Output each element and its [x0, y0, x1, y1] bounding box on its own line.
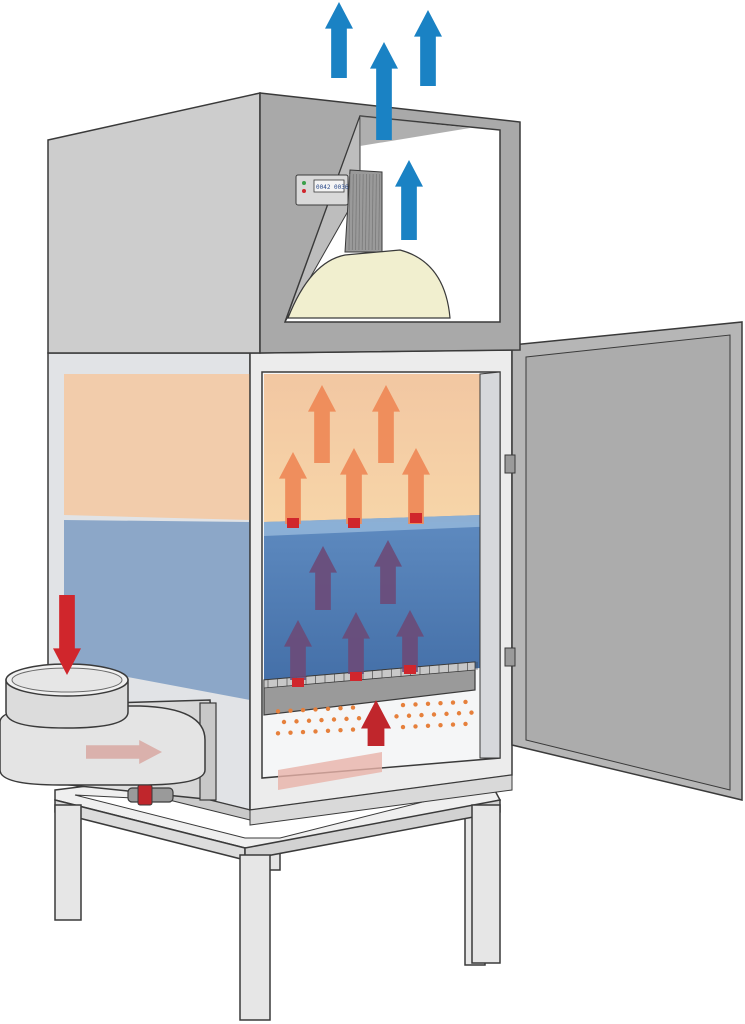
water-droplet: [338, 727, 343, 733]
filter-rib: [355, 173, 357, 251]
flow-marker: [348, 518, 360, 528]
filter-rib: [368, 173, 371, 251]
filter-rib: [351, 173, 354, 251]
exhaust-arrow-icon: [395, 160, 423, 240]
water-droplet: [425, 723, 431, 728]
stand-leg-front-right: [471, 804, 501, 964]
water-droplet: [344, 716, 349, 722]
control-display: [313, 179, 345, 193]
water-droplet: [288, 730, 293, 735]
water-droplet: [350, 705, 356, 710]
scrub-air-arrow-icon: [374, 540, 402, 604]
water-droplet: [456, 711, 462, 716]
airflow-arrows: [53, 2, 442, 764]
flow-marker: [350, 672, 362, 681]
water-zone-side: [64, 520, 250, 700]
drain-valve[interactable]: [127, 784, 174, 806]
filter-rib: [378, 173, 381, 251]
water-droplet: [431, 712, 437, 717]
water-droplet: [325, 728, 331, 733]
filter-rib: [361, 173, 364, 251]
control-panel[interactable]: 0042 0036: [295, 174, 349, 206]
water-droplet: [325, 706, 331, 711]
water-droplet: [350, 727, 356, 732]
filter-rib: [375, 173, 377, 251]
water-droplet: [400, 702, 406, 708]
scrub-air-arrow-icon: [342, 612, 370, 674]
exhaust-arrow-icon: [325, 2, 353, 78]
hot-air-arrow-icon: [308, 385, 336, 463]
flow-marker: [287, 518, 299, 528]
inlet-arrow-icon: [53, 595, 81, 675]
water-droplet: [469, 710, 474, 715]
water-droplet: [281, 719, 287, 725]
duct-flow-arrow-icon: [86, 740, 162, 764]
flow-marker: [404, 665, 416, 674]
water-droplet: [400, 724, 406, 730]
control-display-text: 0042 0036: [316, 184, 349, 191]
water-droplet: [444, 711, 449, 717]
water-droplet: [338, 705, 343, 711]
water-droplet: [438, 722, 443, 728]
water-droplet: [275, 731, 281, 736]
water-droplet: [463, 721, 468, 727]
stand-leg-front-left: [54, 804, 82, 921]
water-droplet: [356, 716, 362, 721]
water-droplets: [275, 699, 474, 736]
cabinet-door[interactable]: [504, 321, 743, 801]
exhaust-arrow-icon: [414, 10, 442, 86]
water-droplet: [288, 708, 293, 713]
door-hinge-top: [504, 454, 516, 474]
water-droplet: [413, 702, 418, 707]
water-droplet: [413, 724, 418, 729]
filter-rib: [358, 173, 361, 251]
status-light-red: [302, 189, 306, 193]
water-droplet: [406, 713, 412, 718]
filter-base: [287, 249, 451, 319]
flow-marker: [410, 513, 422, 523]
water-droplet: [463, 699, 468, 705]
base-flow-arrow: [278, 752, 382, 790]
lower-cabinet: [47, 349, 513, 826]
water-droplet: [300, 729, 306, 735]
water-droplet: [450, 700, 456, 705]
scrub-air-arrow-icon: [284, 620, 312, 680]
exhaust-arrow-icon: [370, 42, 398, 140]
hot-air-arrow-icon: [402, 448, 430, 524]
door-hinge-bottom: [504, 647, 516, 667]
status-light-green: [302, 181, 306, 185]
water-droplet: [313, 707, 318, 712]
heat-zone-side: [64, 374, 250, 520]
water-droplet: [306, 718, 312, 723]
stand-leg-front-middle: [239, 854, 271, 1021]
water-droplet: [294, 719, 299, 724]
water-droplet: [331, 717, 337, 722]
water-droplet: [394, 714, 399, 719]
water-droplet: [425, 701, 431, 706]
scrub-air-arrow-icon: [309, 546, 337, 610]
water-droplet: [313, 729, 318, 734]
water-droplet: [300, 707, 306, 713]
filter-rib: [348, 173, 351, 251]
hot-air-arrow-icon: [279, 452, 307, 524]
scrub-air-arrow-icon: [396, 610, 424, 672]
filter-rib: [371, 173, 374, 251]
flow-marker: [292, 678, 304, 687]
water-droplet: [419, 712, 424, 718]
hot-air-arrow-icon: [372, 385, 400, 463]
filter-rib: [365, 173, 367, 251]
upper-cabinet: 0042 0036: [47, 92, 521, 354]
upper-cabinet-left: [47, 92, 261, 354]
water-droplet: [275, 709, 281, 714]
water-droplet: [450, 722, 456, 727]
water-droplet: [319, 717, 324, 723]
hot-air-arrow-icon: [340, 448, 368, 524]
inlet-arrow-icon: [361, 700, 391, 746]
water-droplet: [438, 700, 443, 706]
